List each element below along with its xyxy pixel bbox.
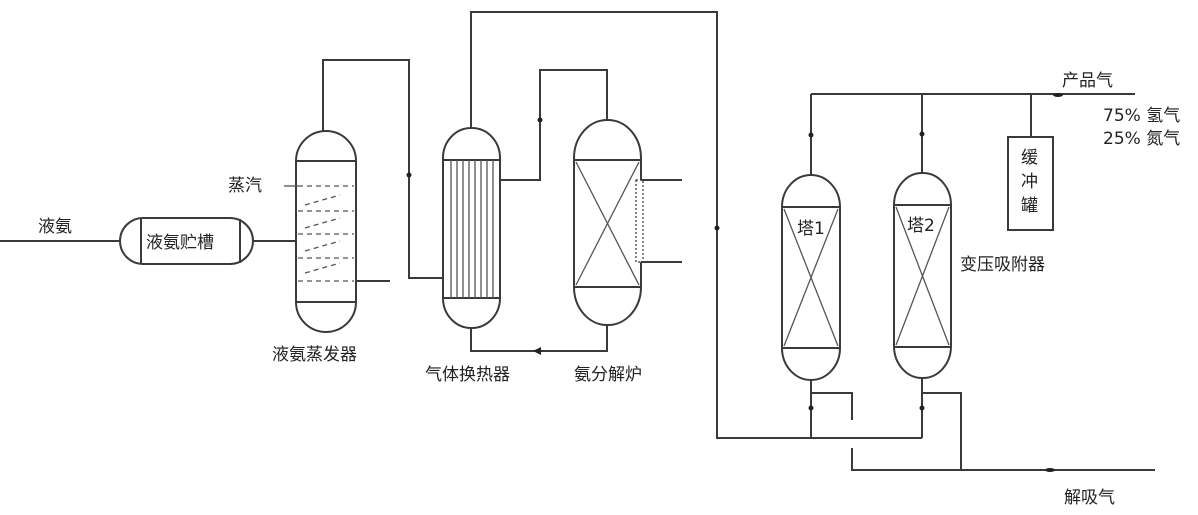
heat-exchanger-label: 气体换热器 [425,365,510,385]
buffer-tank-label-2: 冲 [1021,172,1038,192]
exchanger-to-psa-pipe [470,11,922,439]
composition-h2-label: 75% 氢气 [1103,106,1180,126]
desorption-gas-label: 解吸气 [1064,488,1115,508]
liquid-ammonia-label: 液氨 [38,217,72,237]
furnace-to-exchanger-return-pipe [470,325,608,352]
exchanger-tubes [450,160,494,298]
flow-arrow-icon [1053,93,1063,97]
flow-arrow-icon [714,225,720,231]
steam-label: 蒸汽 [228,176,262,196]
psa-tower-1: 塔1 [781,174,841,381]
heating-element [635,179,644,263]
flow-arrow-icon [533,347,541,355]
evaporator-label: 液氨蒸发器 [272,345,357,365]
exchanger-to-furnace-pipe [500,69,608,181]
flow-arrow-icon [919,131,925,137]
product-gas-label: 产品气 [1062,71,1113,91]
flow-arrow-icon [808,132,814,138]
evaporator-to-exchanger-pipe [322,59,443,279]
heat-exchanger [442,127,501,329]
psa-tower-2: 塔2 [893,172,952,379]
flow-arrow-icon [406,172,412,178]
composition-n2-label: 25% 氮气 [1103,129,1180,149]
flow-arrow-icon [919,405,925,411]
flow-arrow-icon [1045,468,1055,472]
evaporator-coils [298,185,354,282]
decomposition-furnace [573,119,644,326]
flow-arrow-icon [537,117,543,123]
storage-tank-label: 液氨贮槽 [146,233,214,253]
buffer-tank-label-1: 缓 [1021,148,1038,168]
tower2-desorption-pipe [922,392,962,470]
flow-arrow-icon [808,405,814,411]
furnace-label: 氨分解炉 [574,365,642,385]
desorption-gas-header [851,448,1155,471]
tower1-label: 塔1 [797,219,825,239]
storage-tank: 液氨贮槽 [119,217,254,265]
buffer-tank: 缓 冲 罐 [1007,136,1054,231]
tower1-desorption-pipe [811,392,853,420]
buffer-tank-label-3: 罐 [1021,196,1038,216]
tower2-label: 塔2 [907,216,935,236]
psa-label: 变压吸附器 [960,255,1045,275]
evaporator [295,130,357,333]
